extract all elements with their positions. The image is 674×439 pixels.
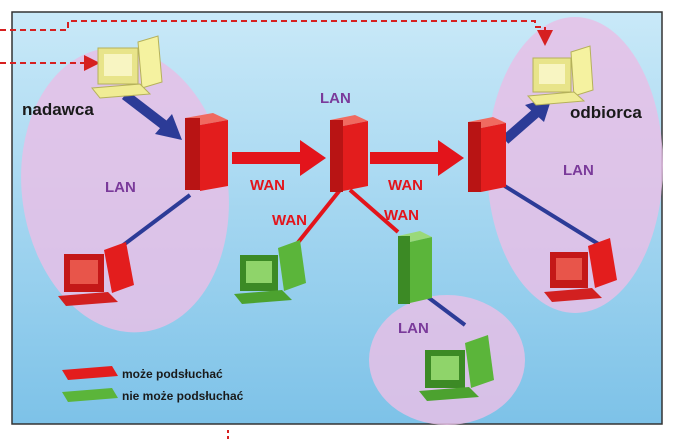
pc-compromised-left <box>58 242 134 306</box>
legend-label-can-eavesdrop: może podsłuchać <box>122 367 223 381</box>
server-safe <box>398 231 432 304</box>
label-wan-4: WAN <box>384 207 419 224</box>
label-lan-bottom: LAN <box>398 320 429 337</box>
label-lan-center: LAN <box>320 90 351 107</box>
link-server2-server4 <box>348 188 400 234</box>
label-wan-1: WAN <box>250 177 285 194</box>
link-server4-pc <box>423 293 467 327</box>
arrow-sender-to-server <box>121 91 182 140</box>
server-wan-center <box>330 115 368 192</box>
label-lan-left: LAN <box>105 179 136 196</box>
lan-blob-right <box>487 17 663 313</box>
legend-swatch-red <box>62 366 118 380</box>
pc-safe-bottom <box>419 335 494 401</box>
label-wan-2: WAN <box>388 177 423 194</box>
arrow-wan-1 <box>232 140 326 176</box>
link-server3-pc <box>493 178 602 247</box>
label-sender: nadawca <box>22 100 94 119</box>
label-receiver: odbiorca <box>570 103 642 122</box>
dashed-route-top <box>0 20 553 46</box>
arrow-wan-2 <box>370 140 464 176</box>
terminal-sender <box>91 35 163 99</box>
legend-label-cannot-eavesdrop: nie może podsłuchać <box>122 389 244 403</box>
legend-swatch-green <box>62 388 118 402</box>
pc-compromised-right <box>544 238 617 302</box>
pc-safe-center <box>234 240 306 304</box>
label-lan-right: LAN <box>563 162 594 179</box>
label-wan-3: WAN <box>272 212 307 229</box>
server-sender-side <box>185 113 228 191</box>
server-receiver-side <box>468 117 506 192</box>
terminal-receiver <box>526 45 594 106</box>
